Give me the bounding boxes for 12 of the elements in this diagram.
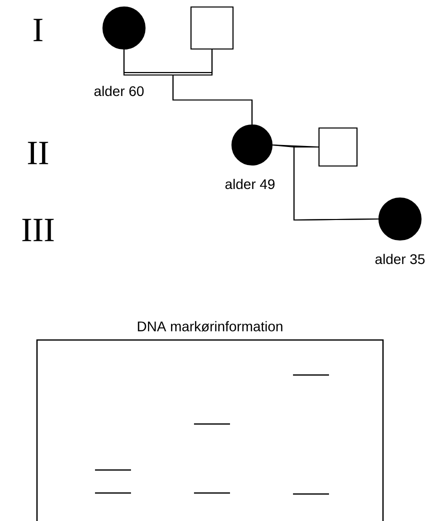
male-square — [190, 6, 234, 50]
pedigree-line — [172, 50, 253, 124]
gel-box: DNA markørinformation — [36, 321, 384, 521]
age-label: alder 49 — [225, 178, 275, 190]
age-label: alder 35 — [375, 254, 425, 264]
generation-numeral: I — [34, 18, 42, 42]
generation-numeral: II — [28, 142, 48, 164]
generation-numeral: III — [22, 218, 54, 242]
pedigree-line — [293, 146, 378, 221]
male-square — [318, 127, 358, 167]
age-label: alder 60 — [94, 86, 144, 96]
node-label: DNA markørinformation — [138, 321, 282, 332]
